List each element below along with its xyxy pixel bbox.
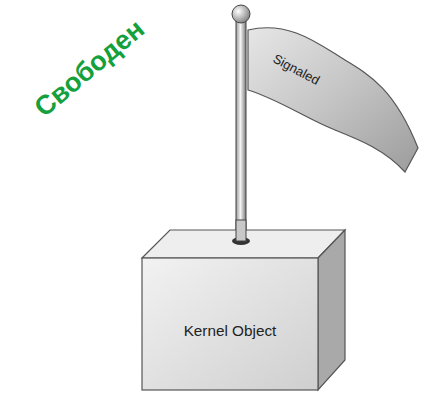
state-label: Свободен (29, 13, 151, 123)
flag-shape-outline (240, 20, 425, 180)
kernel-object-cube-outline (140, 220, 350, 392)
kernel-object-cube: Kernel Object (140, 220, 350, 392)
node-label: Kernel Object (142, 322, 318, 340)
flag-shape: Signaled (240, 20, 425, 180)
